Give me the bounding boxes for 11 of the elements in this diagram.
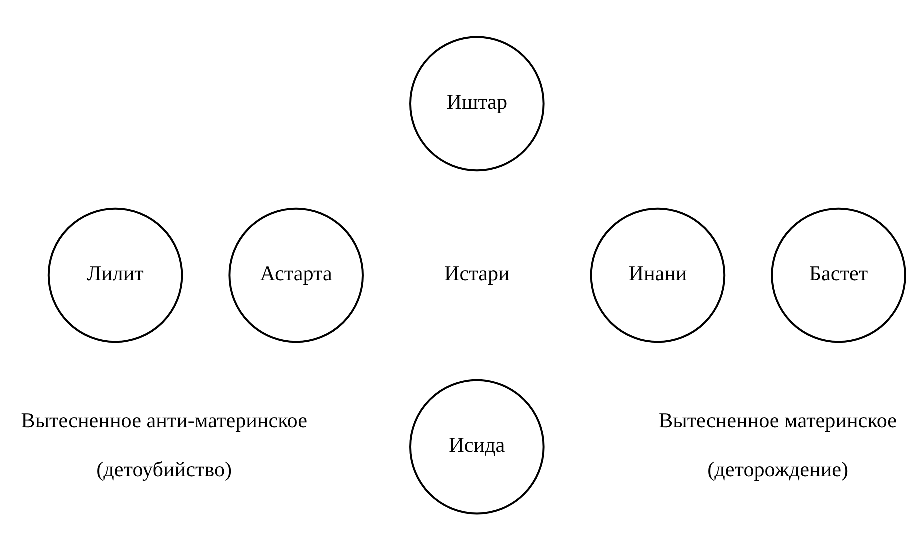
node-label: Вытесненное материнское	[658, 408, 897, 433]
node-label: (детоубийство)	[96, 458, 232, 482]
node-circle: Астарта	[228, 208, 364, 344]
node-label: Вытесненное анти-материнское	[20, 408, 307, 433]
label: Истари	[444, 262, 510, 286]
node-circle: Иштар	[409, 36, 544, 172]
node-label: (деторождение)	[707, 458, 848, 482]
node-circle: Исида	[409, 379, 544, 515]
node-circle: Лилит	[47, 208, 183, 344]
node-circle: Бастет	[770, 208, 906, 344]
node-circle: Инани	[590, 208, 726, 344]
